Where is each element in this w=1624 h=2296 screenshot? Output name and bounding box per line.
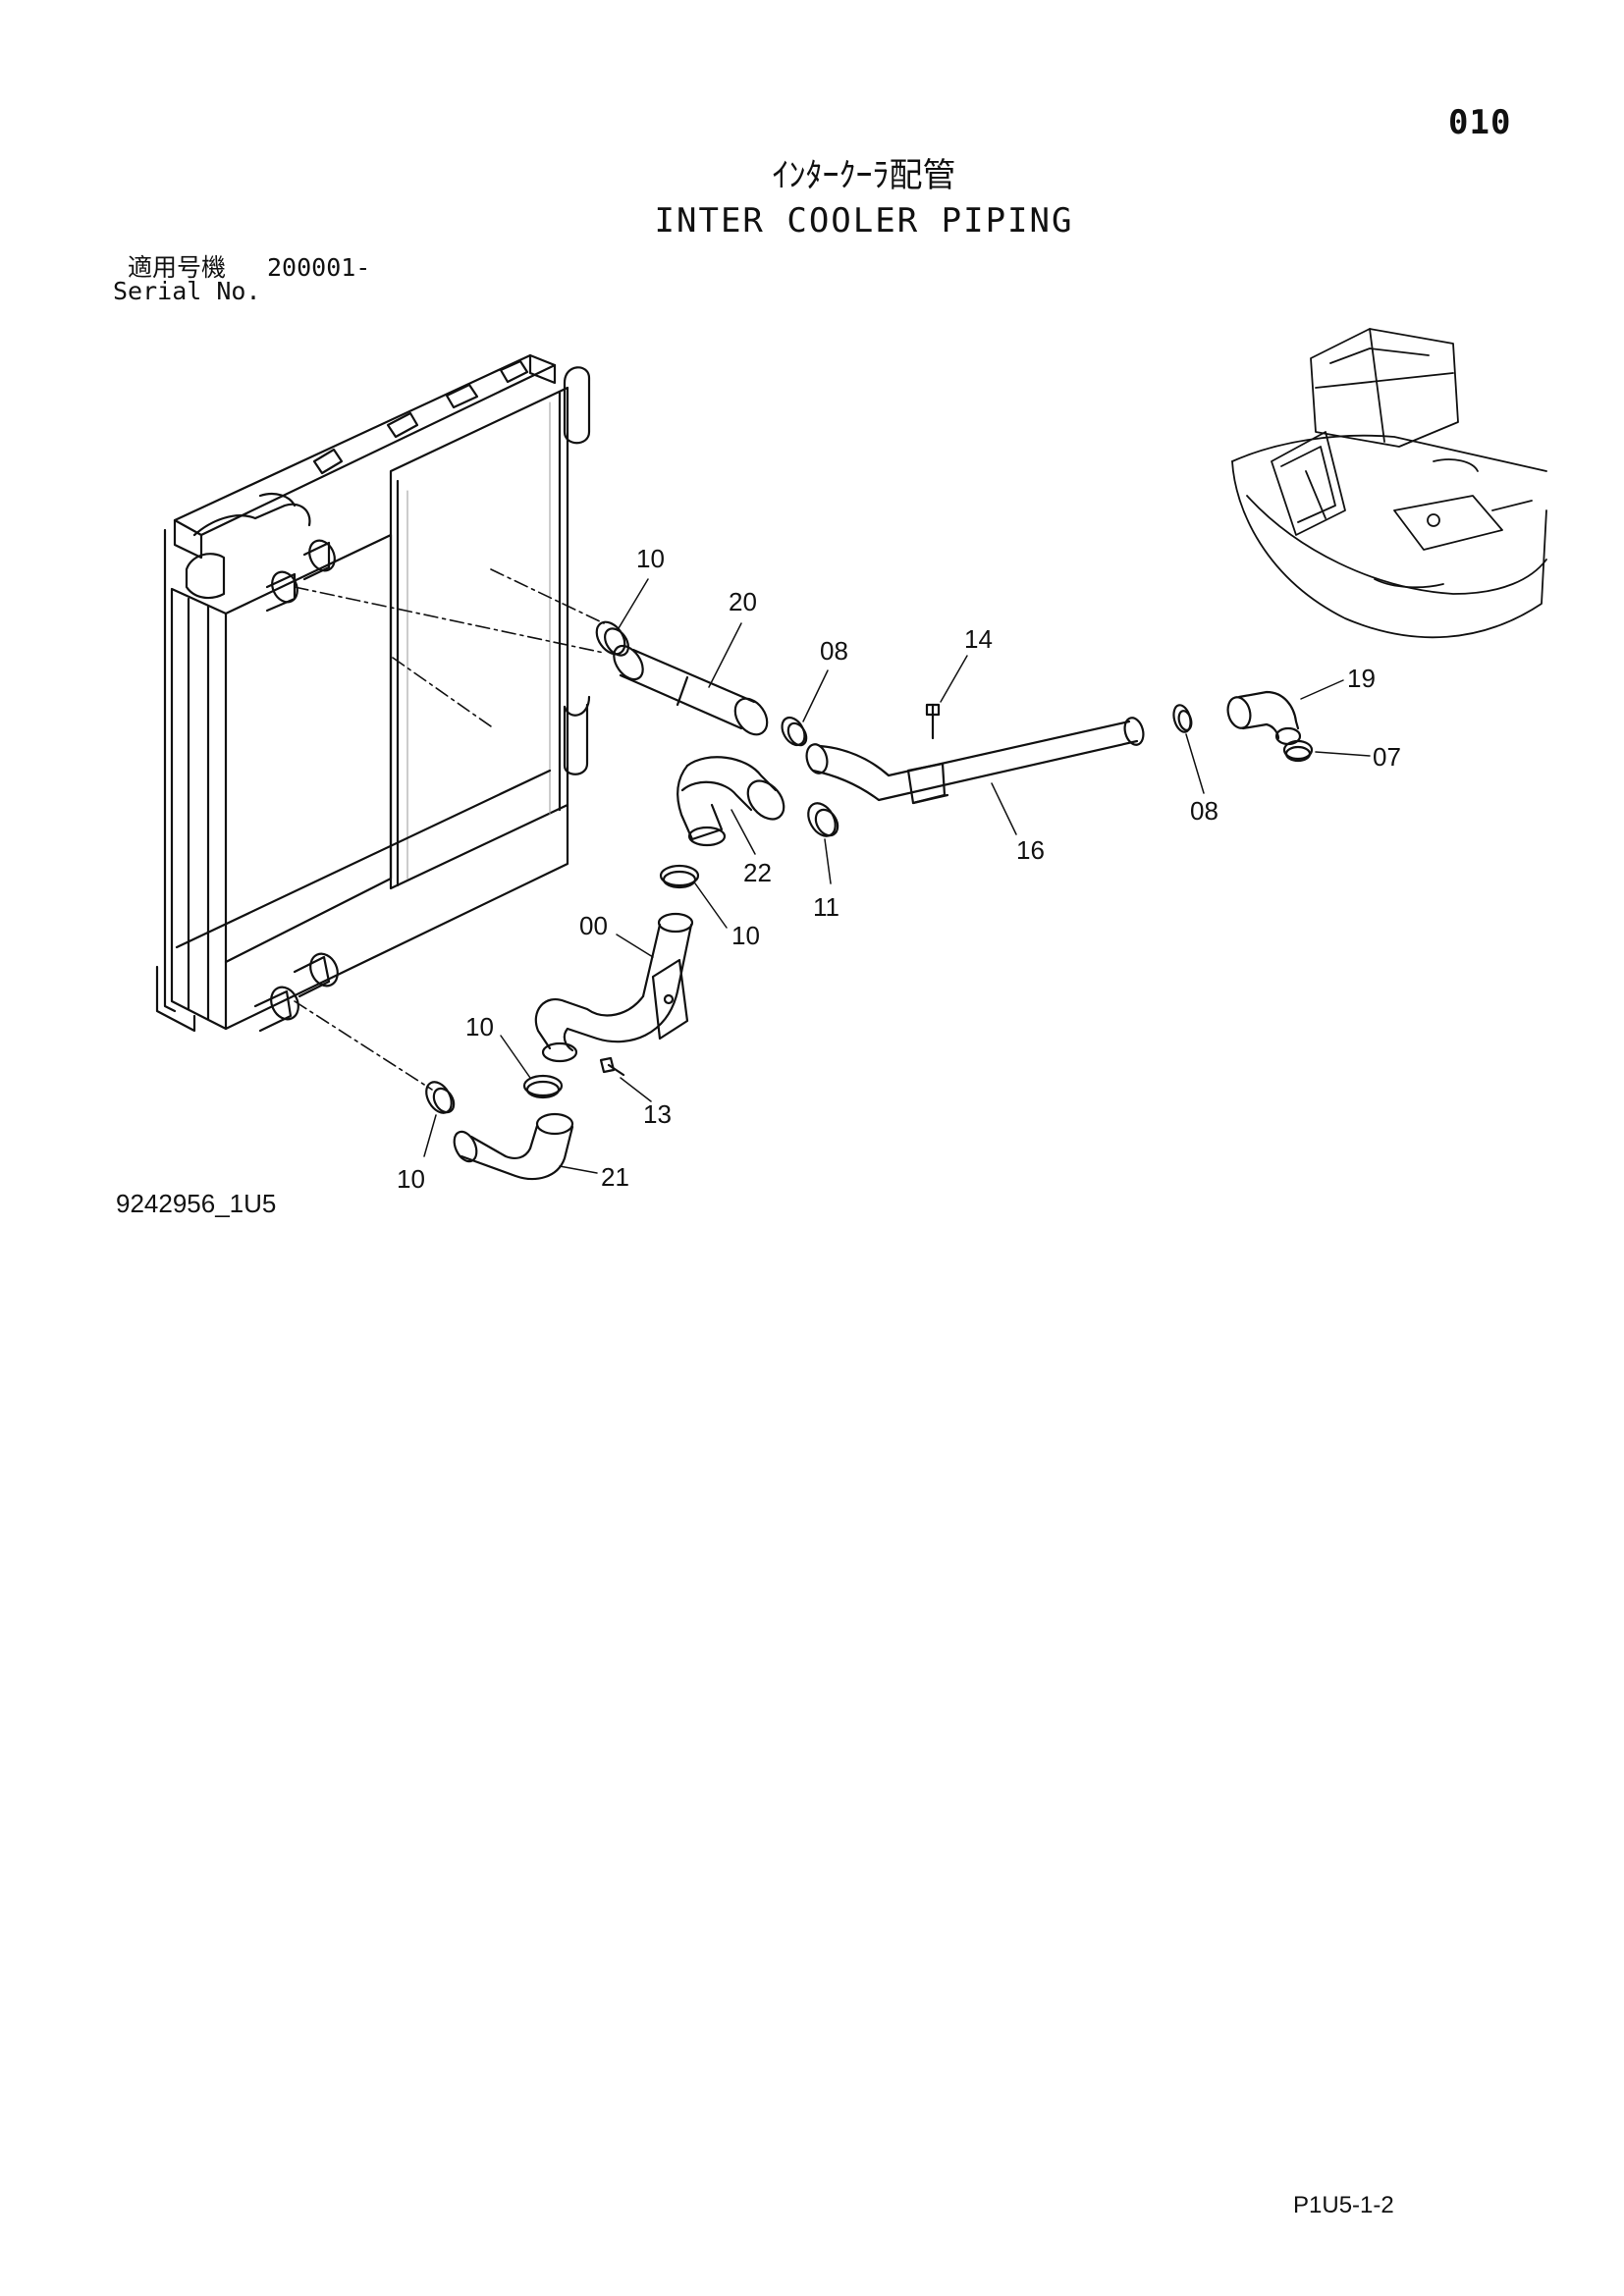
- serial-label-english: Serial No.: [113, 277, 261, 305]
- callout-08-left: 08: [820, 636, 848, 666]
- hose-19: [1226, 690, 1302, 746]
- hose-22: [676, 756, 785, 847]
- callout-20: 20: [729, 587, 757, 616]
- callout-21: 21: [601, 1162, 629, 1192]
- parts-diagram: 10 20 08 14 19 07 08 16 22 11 00 10 10 1…: [155, 328, 1547, 1194]
- inset-machine-view: [1231, 328, 1547, 639]
- callout-00: 00: [579, 911, 608, 940]
- callout-22: 22: [743, 858, 772, 887]
- callout-10-upper: 10: [636, 544, 665, 573]
- callout-14: 14: [964, 624, 993, 654]
- callout-19: 19: [1347, 664, 1376, 693]
- callout-10-lower: 10: [397, 1164, 425, 1194]
- clamp-08-right: [1172, 704, 1193, 733]
- callout-10-middle: 10: [731, 921, 760, 950]
- callout-11: 11: [813, 892, 839, 922]
- figure-id: 9242956_1U5: [116, 1189, 277, 1218]
- clamp-10-lower: [425, 1081, 456, 1114]
- bolt-13: [599, 1056, 625, 1077]
- title-japanese: ｲﾝﾀｰｸｰﾗ配管: [772, 156, 956, 195]
- callout-07: 07: [1373, 742, 1401, 772]
- document-code: P1U5-1-2: [1293, 2192, 1394, 2218]
- serial-label-japanese: 適用号機: [128, 253, 227, 282]
- pipe-00: [534, 912, 694, 1063]
- pipe-16: [805, 703, 1145, 805]
- clamp-10-upper: [595, 620, 629, 657]
- radiator-intercooler-assembly: [155, 353, 591, 1033]
- clamp-07: [1282, 739, 1314, 763]
- page-number: 010: [1448, 103, 1512, 142]
- clamp-10-lower-middle: [522, 1074, 564, 1099]
- clamp-08-left: [781, 716, 808, 747]
- clamp-11: [807, 802, 839, 837]
- callout-16: 16: [1016, 835, 1045, 865]
- clamp-10-middle: [659, 864, 700, 889]
- title-english: INTER COOLER PIPING: [654, 201, 1074, 240]
- hose-20: [613, 644, 769, 736]
- leader-lines: [294, 568, 605, 1091]
- callout-10-lower-middle: 10: [465, 1012, 494, 1041]
- callout-leaders: [423, 578, 1371, 1174]
- serial-value: 200001-: [267, 253, 371, 282]
- hose-21: [453, 1112, 574, 1180]
- callout-13: 13: [643, 1099, 672, 1129]
- callout-08-right: 08: [1190, 796, 1218, 826]
